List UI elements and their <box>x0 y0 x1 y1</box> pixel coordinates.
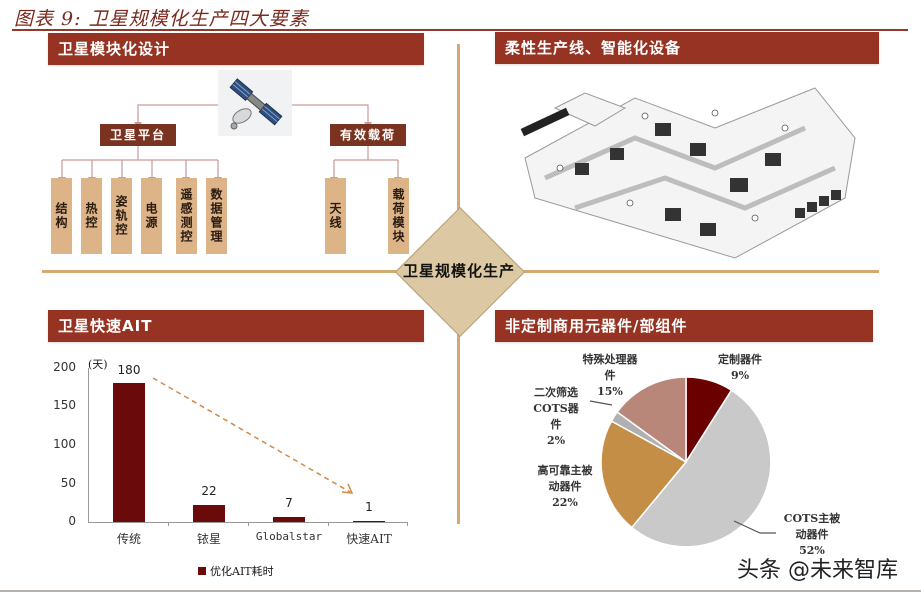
value: 22 <box>552 496 568 509</box>
header-cots-components: 非定制商用元器件/部组件 <box>495 310 873 342</box>
unit: % <box>738 369 750 382</box>
x-tick <box>328 522 329 526</box>
bar-value-globalstar: 7 <box>285 496 293 510</box>
leaf-antenna: 天线 <box>325 178 346 254</box>
pie-label-custom-name: 定制器件 <box>718 353 762 366</box>
chart-legend: 优化AIT耗时 <box>198 563 274 579</box>
header-flexible-production: 柔性生产线、智能化设备 <box>495 32 879 64</box>
pie-label-high-reliability-value: 22% <box>530 495 600 511</box>
slice-high-reliability <box>600 420 688 529</box>
y-tick-200: 200 <box>53 360 76 374</box>
components-pie-chart: 定制器件 9% 特殊处理器件 15% 二次筛选COTS器件 2% 高可靠主被动器… <box>480 345 920 565</box>
pie-label-high-reliability-name: 高可靠主被动器件 <box>537 464 593 493</box>
bar-iridium <box>193 505 225 522</box>
value: 2 <box>546 434 555 447</box>
x-tick <box>407 522 408 526</box>
slice-cots-active-passive <box>630 389 772 548</box>
header-fast-ait: 卫星快速AIT <box>48 310 424 342</box>
pie-label-special: 特殊处理器件 15% <box>570 352 650 400</box>
pie-label-special-value: 15% <box>570 384 650 400</box>
pie-label-cots-value: 52% <box>776 543 848 559</box>
pie-label-cots: COTS主被动器件 52% <box>776 511 848 559</box>
pie-label-rescreened-value: 2% <box>525 433 587 449</box>
slice-special-processed <box>616 376 687 464</box>
center-label: 卫星规模化生产 <box>402 262 515 280</box>
x-tick <box>248 522 249 526</box>
value: 15 <box>597 385 613 398</box>
leaf-data-management: 数据管理 <box>206 178 227 254</box>
pie-svg <box>589 376 776 548</box>
center-diamond: 卫星规模化生产 <box>394 206 526 338</box>
y-axis <box>88 368 89 523</box>
bar-globalstar <box>273 517 305 522</box>
factory-illustration <box>515 68 860 268</box>
satellite-icon <box>218 70 292 136</box>
figure-title: 图表 9: 卫星规模化生产四大要素 <box>14 8 309 30</box>
cat-globalstar: Globalstar <box>255 530 323 543</box>
trend-arrow-icon <box>152 377 354 494</box>
pie-label-custom: 定制器件 9% <box>705 352 775 384</box>
leaf-thermal-control: 热控 <box>81 178 102 254</box>
y-tick-50: 50 <box>60 476 76 490</box>
cat-traditional: 传统 <box>116 532 141 546</box>
leaf-structure: 结构 <box>51 178 72 254</box>
leaf-attitude-orbit-control: 姿轨控 <box>111 178 132 254</box>
watermark: 头条 @未来智库 <box>737 558 898 583</box>
unit: % <box>567 496 578 509</box>
bar-value-fast-ait: 1 <box>365 500 373 514</box>
node-satellite-platform: 卫星平台 <box>100 124 176 146</box>
pie-label-special-name: 特殊处理器件 <box>582 353 638 382</box>
bottom-rule <box>0 590 921 592</box>
cat-iridium: 铱星 <box>196 532 221 546</box>
pie-label-rescreened-name: 二次筛选COTS器件 <box>533 386 579 431</box>
value: 52 <box>799 544 815 557</box>
pie-label-rescreened: 二次筛选COTS器件 2% <box>525 385 587 449</box>
bar-traditional <box>113 383 145 522</box>
ait-bar-chart: 200 150 100 50 0 (天) 180 22 7 1 传统 铱星 Gl… <box>40 350 460 590</box>
header-modular-design: 卫星模块化设计 <box>48 33 424 65</box>
leaf-power: 电源 <box>141 178 162 254</box>
unit: % <box>612 385 623 398</box>
title-rule <box>12 29 908 31</box>
legend-label: 优化AIT耗时 <box>210 565 274 578</box>
leaf-payload-module: 载荷模块 <box>388 178 409 254</box>
bar-fast-ait <box>353 521 385 522</box>
node-payload: 有效载荷 <box>330 124 406 146</box>
y-tick-0: 0 <box>68 514 76 528</box>
pie-label-high-reliability: 高可靠主被动器件 22% <box>530 463 600 511</box>
unit: % <box>814 544 825 557</box>
legend-swatch-icon <box>198 567 206 575</box>
y-unit-label: (天) <box>88 358 108 371</box>
cat-fast-ait: 快速AIT <box>346 532 392 546</box>
pie-label-cots-name: COTS主被动器件 <box>783 512 841 541</box>
unit: % <box>554 434 566 447</box>
y-tick-150: 150 <box>53 398 76 412</box>
bar-value-traditional: 180 <box>117 363 141 377</box>
y-tick-100: 100 <box>53 437 76 451</box>
bar-value-iridium: 22 <box>201 484 217 498</box>
value: 9 <box>730 369 739 382</box>
leaf-ttc: 遥感测控 <box>176 178 197 254</box>
x-tick <box>168 522 169 526</box>
pie-label-custom-value: 9% <box>705 368 775 384</box>
